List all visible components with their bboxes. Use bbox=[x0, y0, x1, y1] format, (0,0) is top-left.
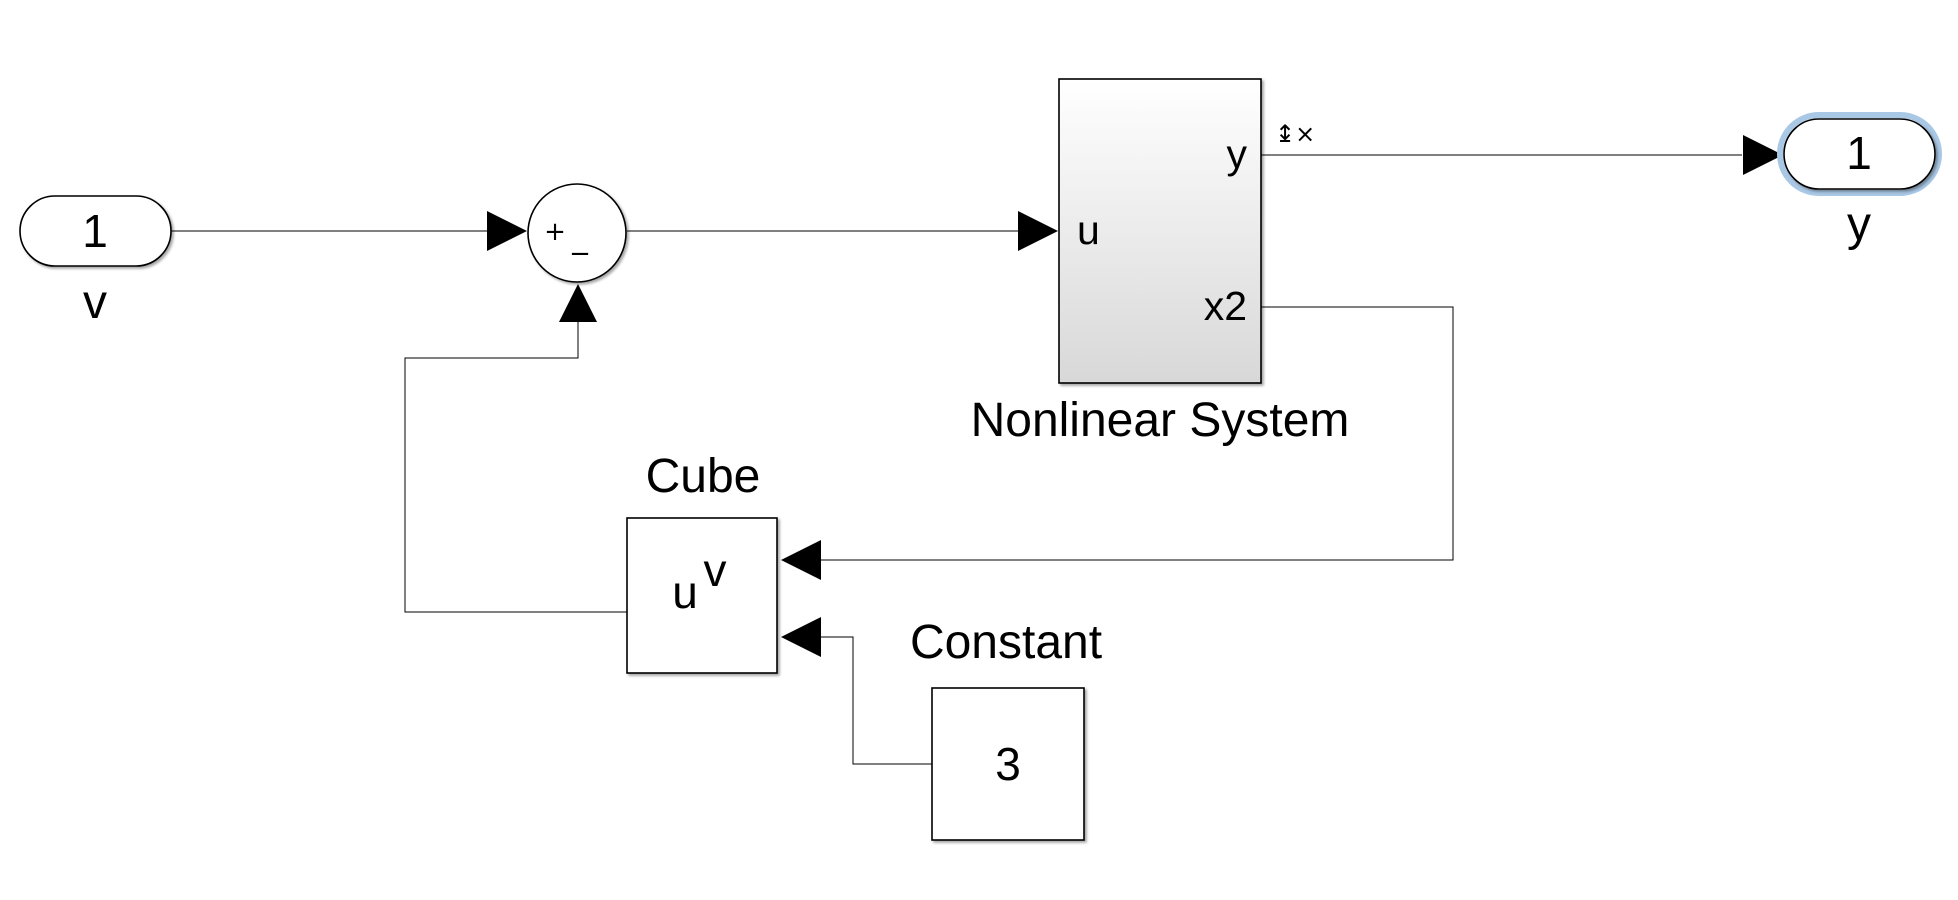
signal-line-cube-feedback-to-sum[interactable] bbox=[404, 322, 627, 613]
cube-base-input-arrow bbox=[781, 540, 821, 580]
signal-arrowheads bbox=[487, 135, 1783, 657]
subsystem-output-port-y-label: y bbox=[1227, 131, 1248, 177]
subsystem-name-label: Nonlinear System bbox=[971, 394, 1350, 447]
signal-line-x2-to-cube[interactable] bbox=[812, 306, 1454, 561]
sum-plus-sign: + bbox=[544, 217, 566, 247]
sum-minus-input-arrow bbox=[559, 284, 597, 322]
constant-block[interactable]: Constant 3 bbox=[910, 616, 1102, 841]
cube-exponent-symbol: v bbox=[704, 544, 727, 596]
signal-logging-glyph: ↨× bbox=[1275, 120, 1315, 148]
nonlinear-system-subsystem[interactable]: u y x2 Nonlinear System bbox=[971, 78, 1350, 447]
cube-exponent-input-arrow bbox=[781, 617, 821, 657]
outport-input-arrow bbox=[1743, 135, 1783, 175]
sum-plus-input-arrow bbox=[487, 211, 527, 251]
inport-block-body[interactable] bbox=[19, 195, 172, 267]
cube-block-label: Cube bbox=[646, 450, 761, 503]
signal-lines bbox=[171, 154, 1742, 765]
outport-label: y bbox=[1847, 198, 1871, 251]
signal-logging-icon[interactable]: ↨× bbox=[1275, 120, 1315, 148]
constant-value: 3 bbox=[995, 738, 1021, 790]
signal-line-constant-to-cube[interactable] bbox=[812, 636, 932, 765]
subsystem-input-port-label: u bbox=[1077, 207, 1100, 253]
inport-number: 1 bbox=[82, 205, 108, 257]
inport-label: v bbox=[83, 276, 107, 329]
outport-number: 1 bbox=[1846, 127, 1872, 179]
subsystem-block-body[interactable] bbox=[1058, 78, 1262, 384]
outport-block-body[interactable] bbox=[1783, 118, 1936, 190]
cube-base-symbol: u bbox=[672, 566, 698, 618]
subsystem-input-arrow bbox=[1018, 211, 1058, 251]
cube-block-body[interactable] bbox=[626, 517, 778, 674]
sum-minus-sign: − bbox=[569, 239, 591, 269]
outport-block-y[interactable]: 1 y bbox=[1777, 112, 1942, 251]
sum-block-body[interactable] bbox=[527, 183, 627, 283]
subsystem-output-port-x2-label: x2 bbox=[1204, 283, 1247, 329]
inport-block-v[interactable]: 1 v bbox=[19, 195, 172, 329]
outport-selection-outline bbox=[1777, 112, 1942, 196]
constant-block-label: Constant bbox=[910, 616, 1102, 669]
cube-math-function-block[interactable]: Cube u v bbox=[626, 450, 778, 674]
sum-block[interactable]: + − bbox=[527, 183, 627, 283]
constant-block-body[interactable] bbox=[931, 687, 1085, 841]
